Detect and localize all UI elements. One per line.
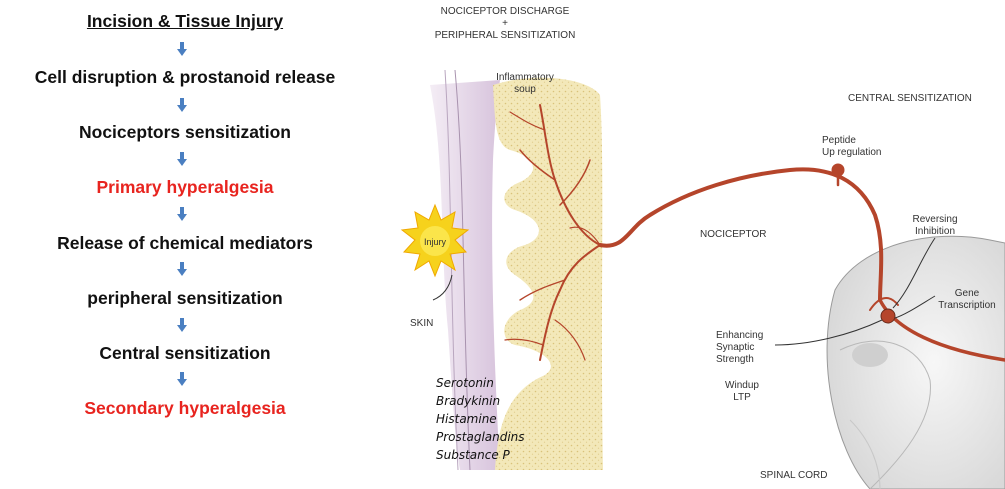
label-peptide-1: Peptide: [822, 135, 881, 147]
label-gene-2: Transcription: [935, 300, 999, 312]
label-skin: SKIN: [410, 318, 433, 330]
label-spinal-cord: SPINAL CORD: [760, 470, 827, 482]
chemical-mediators-list: Serotonin Bradykinin Histamine Prostagla…: [436, 374, 525, 464]
spinal-cord: [827, 236, 1005, 489]
label-enhancing-1: Enhancing: [716, 330, 763, 342]
title-line-1: NOCICEPTOR DISCHARGE: [425, 6, 585, 18]
label-peptide: Peptide Up regulation: [822, 135, 881, 159]
title-plus: +: [425, 18, 585, 30]
label-inflammatory-soup: Inflammatory soup: [490, 72, 560, 96]
label-windup: Windup: [722, 380, 762, 392]
label-enhancing-3: Strength: [716, 354, 763, 366]
label-gene-1: Gene: [935, 288, 999, 300]
label-injury: Injury: [419, 236, 451, 248]
title-nociceptor-discharge: NOCICEPTOR DISCHARGE + PERIPHERAL SENSIT…: [425, 6, 585, 42]
label-ltp: LTP: [722, 392, 762, 404]
label-enhancing-synaptic-strength: Enhancing Synaptic Strength: [716, 330, 763, 366]
peptide-node: [832, 164, 845, 177]
label-windup-ltp: Windup LTP: [722, 380, 762, 404]
label-reversing-inhibition: Reversing Inhibition: [905, 214, 965, 238]
label-gene-transcription: Gene Transcription: [935, 288, 999, 312]
mediator-histamine: Histamine: [436, 410, 525, 428]
mediator-bradykinin: Bradykinin: [436, 392, 525, 410]
title-line-2: PERIPHERAL SENSITIZATION: [425, 30, 585, 42]
label-central-sensitization: CENTRAL SENSITIZATION: [848, 93, 972, 105]
label-enhancing-2: Synaptic: [716, 342, 763, 354]
label-reversing-1: Reversing: [905, 214, 965, 226]
label-inflammatory: Inflammatory: [490, 72, 560, 84]
label-reversing-2: Inhibition: [905, 226, 965, 238]
label-nociceptor: NOCICEPTOR: [700, 229, 767, 241]
mediator-prostaglandins: Prostaglandins: [436, 428, 525, 446]
label-peptide-2: Up regulation: [822, 147, 881, 159]
synapse-node: [881, 309, 895, 323]
mediator-serotonin: Serotonin: [436, 374, 525, 392]
mediator-substance-p: Substance P: [436, 446, 525, 464]
label-soup: soup: [490, 84, 560, 96]
